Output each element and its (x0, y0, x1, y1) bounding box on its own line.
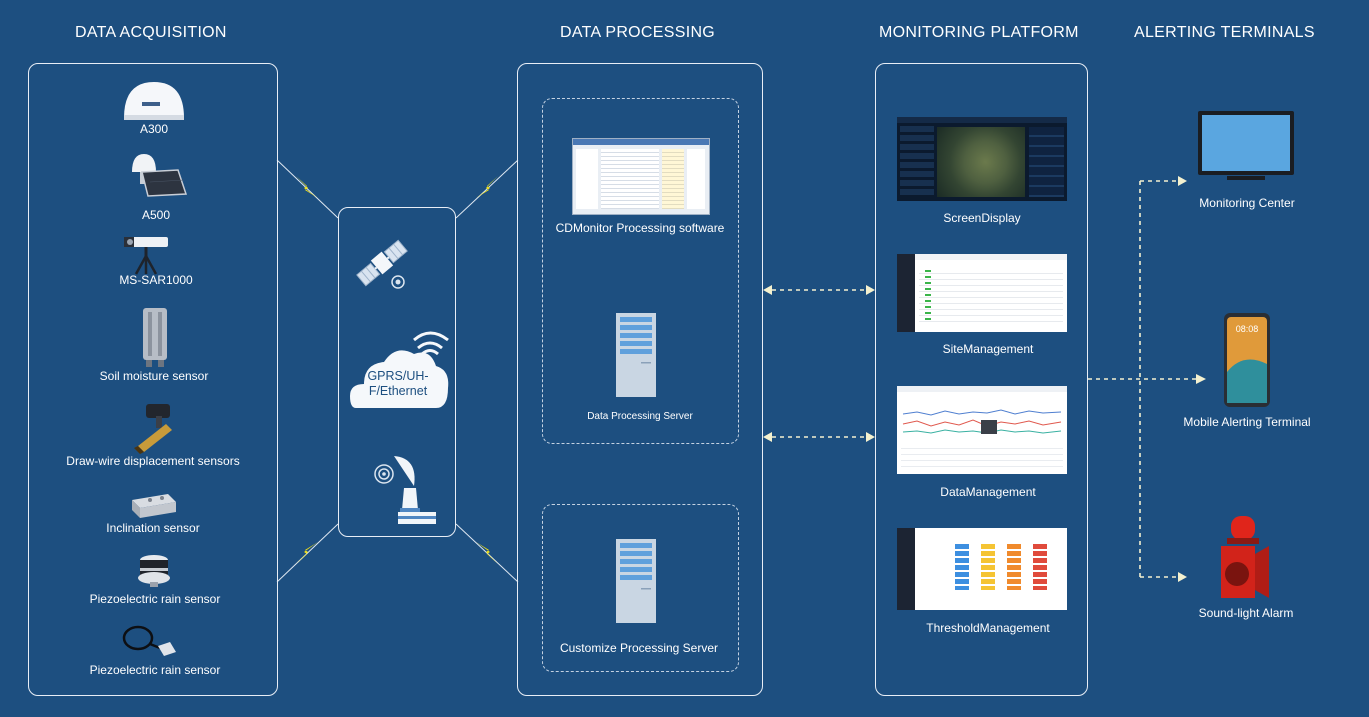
arrowhead-icon (866, 432, 875, 442)
arrowhead-icon (763, 432, 772, 442)
cable-sensor-icon (122, 625, 176, 656)
alarm-siren-icon (1221, 516, 1269, 598)
link-line-bottom-left (276, 523, 339, 583)
gnss-solar-receiver-icon (132, 154, 188, 197)
acquisition-panel (28, 63, 278, 696)
server-tower-icon (616, 539, 656, 623)
draw-wire-sensor-icon (134, 404, 172, 454)
cloud-network-icon (350, 331, 449, 408)
alert-label-mobile-terminal: Mobile Alerting Terminal (1183, 415, 1311, 429)
arrowhead-icon (1196, 374, 1206, 384)
mobile-phone-icon (1224, 313, 1270, 407)
column-title-processing: DATA PROCESSING (560, 24, 716, 41)
dome-receiver-icon (124, 82, 184, 120)
lightning-icon (296, 542, 318, 564)
radar-tripod-icon (124, 237, 168, 275)
screen-display-screenshot (897, 117, 1067, 201)
processing-group-1 (542, 98, 739, 444)
column-title-alerting: ALERTING TERMINALS (1134, 24, 1315, 41)
threshold-management-screenshot (897, 528, 1067, 610)
device-label-rain-sensor-2: Piezoelectric rain sensor (89, 663, 221, 677)
device-label-a300: A300 (139, 122, 169, 136)
device-label-rain-sensor-1: Piezoelectric rain sensor (89, 592, 221, 606)
device-label-ms-sar1000: MS-SAR1000 (119, 273, 193, 287)
phone-time: 08:08 (1235, 324, 1259, 334)
monitoring-panel (875, 63, 1088, 696)
link-line-top-right (455, 159, 519, 219)
lightning-icon (296, 176, 318, 198)
transmission-cloud-label: GPRS/UH-F/Ethernet (367, 369, 429, 398)
link-line-top-left (276, 159, 339, 219)
arrowhead-icon (763, 285, 772, 295)
monitoring-label-data-management: DataManagement (940, 485, 1036, 499)
monitoring-label-site-management: SiteManagement (942, 342, 1034, 356)
processing-software-screenshot (572, 138, 710, 215)
arrowhead-icon (1178, 572, 1187, 582)
monitoring-label-screen-display: ScreenDisplay (943, 211, 1021, 225)
device-label-draw-wire: Draw-wire displacement sensors (66, 454, 240, 468)
monitor-screen-icon (1198, 111, 1294, 180)
monitoring-label-threshold-management: ThresholdManagement (926, 621, 1050, 635)
inclination-sensor-icon (132, 494, 176, 518)
alert-label-monitoring-center: Monitoring Center (1199, 196, 1295, 210)
lightning-bolts (296, 176, 498, 564)
processing-group-2 (542, 504, 739, 672)
satellite-icon (356, 239, 408, 289)
column-title-acquisition: DATA ACQUISITION (75, 24, 227, 41)
data-server-label: Data Processing Server (587, 411, 693, 422)
site-management-screenshot (897, 254, 1067, 332)
column-title-monitoring: MONITORING PLATFORM (879, 24, 1079, 41)
alert-label-sound-light-alarm: Sound-light Alarm (1198, 606, 1294, 620)
device-label-inclination: Inclination sensor (106, 521, 200, 535)
device-label-a500: A500 (141, 208, 171, 222)
arrowhead-icon (1178, 176, 1187, 186)
soil-moisture-sensor-icon (143, 308, 167, 367)
transmission-panel (338, 207, 456, 537)
processing-panel (517, 63, 763, 696)
lightning-icon (476, 176, 498, 198)
custom-server-label: Customize Processing Server (559, 641, 719, 655)
lightning-icon (476, 542, 498, 564)
processing-software-label: CDMonitor Processing software (555, 221, 725, 235)
data-management-screenshot (897, 386, 1067, 474)
ground-station-icon (374, 456, 436, 524)
rain-sensor-icon (138, 555, 170, 587)
device-label-soil-moisture: Soil moisture sensor (99, 369, 209, 383)
arrowhead-icon (866, 285, 875, 295)
server-tower-icon (616, 313, 656, 397)
